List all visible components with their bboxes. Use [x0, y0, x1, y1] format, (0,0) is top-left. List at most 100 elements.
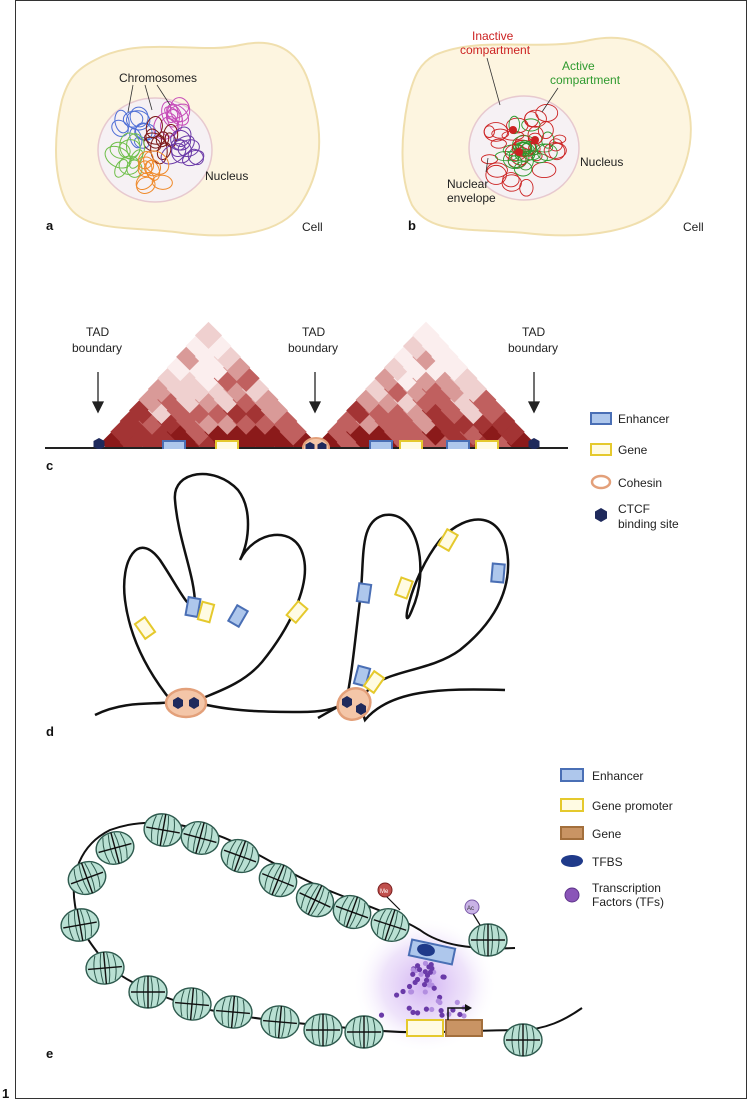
chromosome-territories	[104, 97, 205, 194]
nucleosome	[220, 838, 260, 874]
nuclear-envelope-line1: Nuclear	[447, 177, 488, 191]
tss-arrow	[447, 1007, 466, 1020]
ctcf-d-1b	[189, 697, 199, 709]
panel-e: Me Ac e	[46, 813, 583, 1061]
contact-cell	[147, 418, 176, 446]
compartment-loop	[490, 138, 507, 149]
active-compartment-line2: compartment	[550, 73, 621, 87]
compartment-loop	[521, 141, 538, 156]
transcription-factor	[414, 1010, 421, 1016]
compartment-loop	[521, 118, 541, 132]
chromosomes-label: Chromosomes	[119, 71, 197, 85]
contact-cell	[194, 364, 223, 392]
transcription-factor	[429, 965, 435, 972]
contact-cell	[129, 396, 157, 425]
transcription-factor	[431, 985, 437, 991]
nucleosome	[95, 831, 135, 865]
transcription-factor	[414, 963, 421, 969]
chromatin-fiber-d-right	[317, 513, 510, 723]
transcription-factor	[406, 1005, 412, 1011]
legend-e-tfbs-label: TFBS	[592, 855, 623, 869]
methyl-mark	[377, 882, 393, 898]
nucleosome	[332, 894, 372, 930]
tad-boundary-2-line1: TAD	[302, 325, 325, 339]
enhancer-d-3	[355, 582, 373, 604]
nucleus-b-label: Nucleus	[580, 155, 623, 169]
compartment-loop	[491, 128, 510, 139]
acetyl-mark-label: Ac	[467, 906, 474, 912]
nucleus-a-label: Nucleus	[205, 169, 248, 183]
compartment-loop	[514, 149, 536, 162]
compartment-loop	[543, 142, 567, 159]
tad-boundary-1-line2: boundary	[72, 341, 122, 355]
transcription-factor	[423, 977, 430, 983]
transcription-factor	[429, 1006, 435, 1013]
enhancer-d-2	[226, 603, 250, 629]
contact-cell	[157, 407, 185, 435]
gene-body-e	[445, 1019, 483, 1037]
contact-cell	[232, 386, 260, 414]
compartment-loop	[536, 143, 558, 161]
contact-cell	[232, 407, 260, 435]
contact-cell	[204, 332, 232, 360]
enhancer-d-5	[352, 664, 372, 688]
nucleosome	[468, 923, 508, 957]
panel-b: Inactive compartment Active compartment …	[401, 29, 704, 237]
legend-gene-label: Gene	[618, 443, 648, 457]
contact-cell	[241, 396, 270, 425]
panel-a-letter: a	[46, 218, 54, 233]
transcription-factor	[418, 971, 424, 977]
tad-boundary-3-line2: boundary	[508, 341, 558, 355]
nucleosome	[213, 995, 253, 1029]
cell-a-label: Cell	[302, 220, 323, 234]
inactive-focus	[509, 126, 517, 134]
transcription-factor	[408, 989, 415, 995]
nucleosome	[260, 1005, 300, 1039]
transcription-factor	[423, 1006, 430, 1012]
chromosome-purple	[160, 126, 205, 167]
contact-cell	[279, 418, 307, 446]
panel-c-letter: c	[46, 458, 53, 473]
contact-cell	[147, 396, 176, 425]
contact-cell	[251, 407, 279, 435]
panel-d: d	[46, 472, 510, 739]
nucleosome	[85, 951, 125, 985]
contact-cell	[185, 418, 213, 446]
contact-cell	[260, 396, 288, 425]
contact-cell	[204, 418, 232, 446]
panel-b-letter: b	[408, 218, 416, 233]
inactive-compartment-line2: compartment	[460, 43, 531, 57]
contact-cell	[270, 407, 298, 435]
legend-ctcf-line1: CTCF	[618, 502, 650, 516]
nucleosome	[295, 882, 335, 918]
legend-ctcf-line2: binding site	[618, 517, 679, 531]
panel-d-letter: d	[46, 724, 54, 739]
transcription-factor	[441, 974, 447, 980]
contact-cell	[241, 418, 270, 446]
transcription-factors	[378, 960, 467, 1019]
ctcf-d-2b	[356, 703, 366, 715]
compartment-loop	[507, 155, 523, 169]
gene-d-4	[394, 576, 414, 600]
nucleosome	[60, 908, 100, 942]
gene-promoter-e	[406, 1019, 444, 1037]
transcription-factor	[394, 992, 400, 998]
figure-border	[15, 0, 747, 1099]
contact-cell	[412, 321, 440, 349]
transcription-factor	[422, 989, 428, 995]
ctcf-d-2a	[342, 696, 352, 708]
acetyl-mark	[464, 899, 480, 915]
nucleosome	[172, 987, 212, 1021]
chromosome-orange	[135, 150, 173, 194]
contact-cell	[194, 321, 223, 349]
cell-b-label: Cell	[683, 220, 704, 234]
contact-cell	[289, 429, 317, 457]
contact-cell	[110, 418, 138, 446]
contact-cell	[129, 418, 157, 446]
nucleosome	[180, 821, 220, 855]
legend-e-enhancer-swatch	[560, 768, 584, 782]
contact-cell	[213, 364, 241, 392]
contact-cell	[176, 364, 204, 392]
